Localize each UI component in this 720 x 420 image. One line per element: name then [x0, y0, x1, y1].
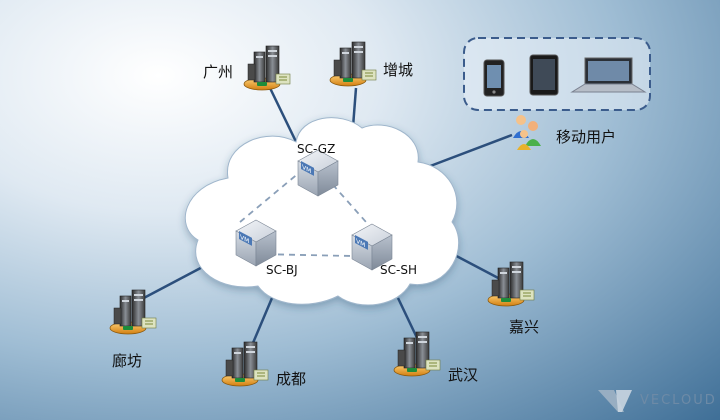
link-langfang — [139, 260, 213, 302]
server-icon — [221, 341, 269, 387]
node-label-zengcheng: 增城 — [383, 61, 414, 79]
node-label-wuhan: 武汉 — [448, 366, 479, 384]
tablet-icon — [529, 54, 559, 96]
link-chengdu — [248, 297, 274, 351]
node-label-jiaxing: 嘉兴 — [509, 318, 540, 336]
users-icon — [513, 115, 541, 150]
link-wuhan — [396, 297, 420, 341]
network-links — [139, 87, 513, 351]
server-icon — [243, 45, 291, 91]
brand-name: VECLOUD — [640, 393, 717, 408]
node-label-guangzhou: 广州 — [203, 63, 234, 81]
laptop-icon — [570, 57, 647, 93]
vm-label-sh: SC-SH — [380, 263, 417, 277]
vm-label-gz: SC-GZ — [297, 142, 336, 156]
server-icon — [487, 261, 535, 307]
link-guangzhou — [268, 87, 302, 151]
server-icon — [329, 41, 377, 87]
server-icon — [393, 331, 441, 377]
brand-logo-icon — [598, 390, 632, 412]
node-label-chengdu: 成都 — [276, 370, 307, 388]
phone-icon — [483, 59, 505, 97]
link-mobile-users — [424, 133, 513, 170]
vm-label-bj: SC-BJ — [266, 263, 298, 277]
node-label-langfang: 廊坊 — [112, 352, 143, 370]
mobile-users-label: 移动用户 — [556, 128, 617, 146]
